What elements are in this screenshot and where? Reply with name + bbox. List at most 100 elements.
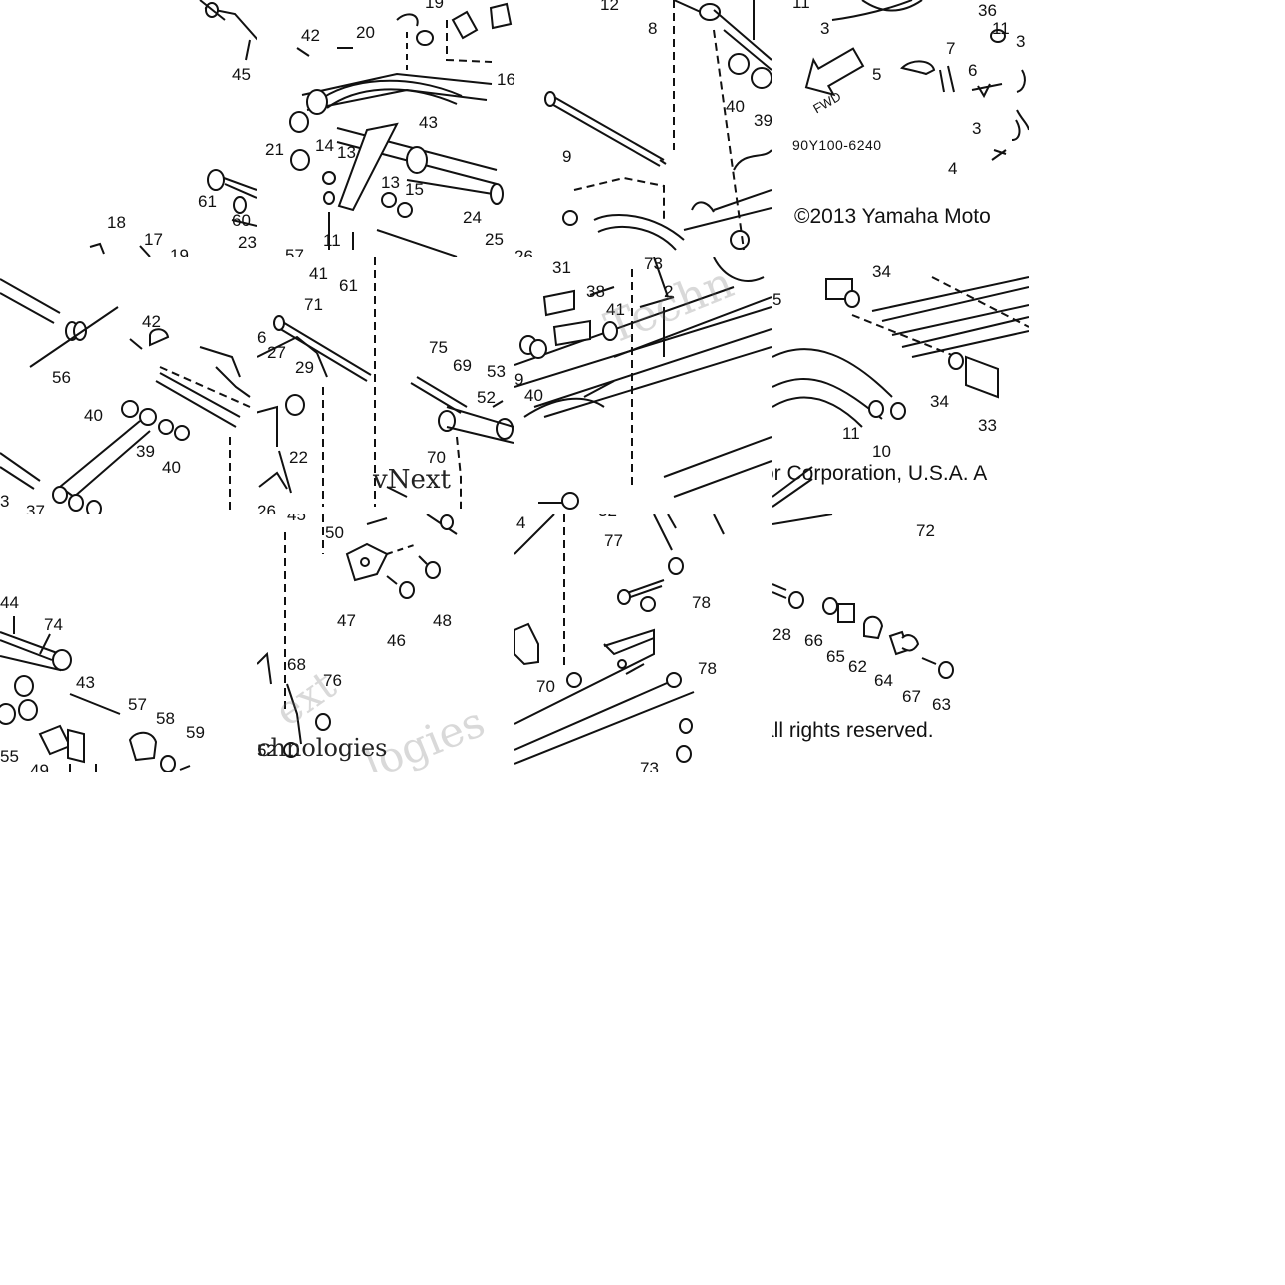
callout-4: 4	[948, 159, 958, 178]
callout-25: 25	[485, 230, 504, 249]
callout-49: 49	[30, 761, 49, 772]
callout-61: 61	[198, 192, 217, 211]
callout-14: 14	[315, 136, 334, 155]
callout-45: 45	[232, 65, 251, 84]
callout-27: 27	[267, 343, 286, 362]
diagram-tile-lower-left: 44 74 43 57 58 59 55 49	[0, 514, 257, 772]
callout-65: 65	[826, 647, 845, 666]
callout-47: 47	[337, 611, 356, 630]
callout-41: 41	[606, 300, 625, 319]
callout-78: 78	[698, 659, 717, 678]
copyright-line-1: ©2013 Yamaha Moto	[794, 205, 991, 228]
callout-18: 18	[107, 213, 126, 232]
callout-16: 16	[497, 70, 514, 89]
callout-40: 40	[524, 386, 543, 405]
callout-38: 38	[586, 282, 605, 301]
callout-74: 74	[44, 615, 63, 634]
callout-50: 50	[325, 523, 344, 542]
part-code: 90Y100-6240	[792, 137, 882, 153]
callout-9: 9	[514, 370, 524, 389]
diagram-tile-lower-center-left: 50 47 46 48 68 76 52 45 ext logies chnol…	[257, 514, 514, 772]
callout-8: 8	[648, 19, 658, 38]
callout-72: 72	[916, 521, 935, 540]
callout-77: 77	[604, 531, 623, 550]
watermark-vnext: vNext	[373, 465, 451, 495]
callout-3: 3	[820, 19, 830, 38]
copyright-line-2: or Corporation, U.S.A. A	[772, 462, 988, 485]
callout-55: 55	[0, 747, 19, 766]
callout-61-lower: 61	[339, 276, 358, 295]
callout-71: 71	[304, 295, 323, 314]
callout-41-lower: 41	[309, 264, 328, 283]
callout-40: 40	[84, 406, 103, 425]
callout-3: 3	[1016, 32, 1026, 51]
diagram-tile-middle-center-left: 71 27 29 22 26 6 75 69 52 53 70 vNext 41…	[257, 257, 514, 514]
diagram-tile-middle-right: 34 5 30 34 33 11 10 or Corporation, U.S.…	[772, 257, 1029, 514]
callout-39: 39	[754, 111, 772, 130]
callout-43: 43	[419, 113, 438, 132]
callout-11: 11	[842, 424, 860, 443]
callout-19: 19	[170, 246, 189, 257]
callout-53: 53	[487, 362, 506, 381]
callout-15: 15	[405, 180, 424, 199]
callout-36: 36	[978, 1, 997, 20]
callout-10: 10	[872, 442, 891, 461]
callout-29: 29	[295, 358, 314, 377]
callout-39: 39	[136, 442, 155, 461]
callout-45: 45	[287, 514, 306, 524]
callout-52: 52	[477, 388, 496, 407]
callout-58: 58	[156, 709, 175, 728]
callout-6: 6	[257, 328, 267, 347]
callout-42: 42	[142, 312, 161, 331]
callout-17: 17	[144, 230, 163, 249]
callout-11: 11	[792, 0, 810, 12]
callout-34: 34	[930, 392, 949, 411]
callout-19: 19	[425, 0, 444, 12]
callout-70: 70	[536, 677, 555, 696]
callout-70: 70	[427, 448, 446, 467]
callout-66: 66	[804, 631, 823, 650]
callout-26: 26	[514, 247, 533, 257]
callout-48: 48	[433, 611, 452, 630]
callout-78: 78	[692, 593, 711, 612]
callout-3: 3	[0, 492, 10, 511]
callout-37: 37	[26, 502, 45, 514]
callout-62: 62	[848, 657, 867, 676]
diagram-tile-upper-right: FWD 11 3 36 11 3 7 5 6 3 4 90Y100-6240 ©…	[772, 0, 1029, 257]
callout-33: 33	[978, 416, 997, 435]
callout-40: 40	[162, 458, 181, 477]
callout-20: 20	[356, 23, 375, 42]
callout-67: 67	[902, 687, 921, 706]
callout-5: 5	[872, 65, 882, 84]
callout-13: 13	[381, 173, 400, 192]
callout-26: 26	[257, 502, 276, 514]
diagram-tile-lower-right: 72 28 66 65 62 64 67 63 all rights reser…	[772, 514, 1029, 772]
linkage-drawing	[89, 0, 257, 257]
callout-46: 46	[387, 631, 406, 650]
callout-9: 9	[562, 147, 572, 166]
forward-arrow-icon	[804, 47, 865, 97]
callout-24: 24	[463, 208, 482, 227]
callout-13: 13	[337, 143, 356, 162]
callout-6: 6	[968, 61, 978, 80]
diagram-tile-middle-left: 42 56 40 39 40 37 3	[0, 257, 257, 514]
callout-2: 2	[664, 282, 674, 301]
callout-11: 11	[992, 19, 1010, 38]
copyright-line-3: all rights reserved.	[772, 719, 934, 742]
callout-21: 21	[265, 140, 284, 159]
callout-68: 68	[287, 655, 306, 674]
callout-73: 73	[640, 759, 659, 772]
callout-44: 44	[0, 593, 19, 612]
callout-22: 22	[289, 448, 308, 467]
callout-34: 34	[872, 262, 891, 281]
callout-63: 63	[932, 695, 951, 714]
callout-76: 76	[323, 671, 342, 690]
callout-5: 5	[772, 290, 782, 309]
callout-69: 69	[453, 356, 472, 375]
callout-23: 23	[238, 233, 257, 252]
diagram-tile-upper-center-left: 42 20 19 16 43 21 14 13 13 15 24 25 11 4…	[257, 0, 514, 257]
callout-57: 57	[128, 695, 147, 714]
callout-11: 11	[323, 231, 341, 250]
callout-40: 40	[726, 97, 745, 116]
